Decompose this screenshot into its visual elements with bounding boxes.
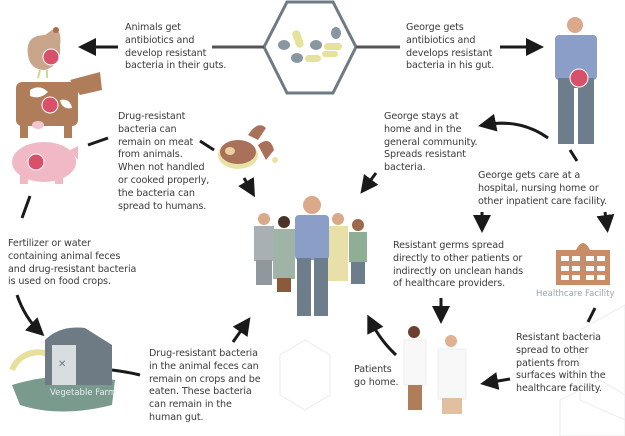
step-fertilizer: Fertilizer or water containing animal fe…: [8, 238, 137, 288]
antibiotics-hexagon: [262, 0, 358, 95]
chicken-icon: [27, 27, 61, 79]
step-crops: Drug-resistant bacteria in the animal fe…: [149, 348, 261, 423]
cow-icon: [16, 72, 102, 138]
step-animals-antibiotics: Animals get antibiotics and develop resi…: [125, 22, 227, 72]
step-surfaces: Resistant bacteria spread to other patie…: [516, 332, 606, 395]
pig-icon: [12, 142, 78, 184]
patients-icon: [403, 326, 467, 414]
step-george-home: George stays at home and in the general …: [384, 111, 478, 174]
bacteria-icon: [569, 68, 589, 88]
farm-label: Vegetable Farm: [50, 388, 117, 398]
step-germs-spread: Resistant germs spread directly to other…: [393, 240, 524, 290]
svg-text:✕: ✕: [58, 359, 66, 370]
background-hexagons: [279, 304, 625, 436]
bacteria-icon: [41, 96, 59, 114]
george-figure: [555, 17, 597, 144]
facility-label: Healthcare Facility: [536, 289, 615, 299]
community-people-icon: [254, 196, 367, 316]
vegetable-farm-icon: ✕: [9, 327, 115, 412]
bacteria-icon: [27, 153, 45, 171]
meat-icon: [218, 125, 278, 169]
step-george-antibiotics: George gets antibiotics and develops res…: [406, 22, 495, 72]
bacteria-icon: [42, 48, 60, 66]
pills-icon: [278, 27, 342, 63]
step-patients-home: Patients go home.: [354, 364, 399, 388]
step-george-care: George gets care at a hospital, nursing …: [478, 170, 608, 207]
hospital-building-icon: [556, 243, 610, 285]
step-meat-bacteria: Drug-resistant bacteria can remain on me…: [118, 111, 210, 212]
flow-arrows: [15, 38, 615, 390]
